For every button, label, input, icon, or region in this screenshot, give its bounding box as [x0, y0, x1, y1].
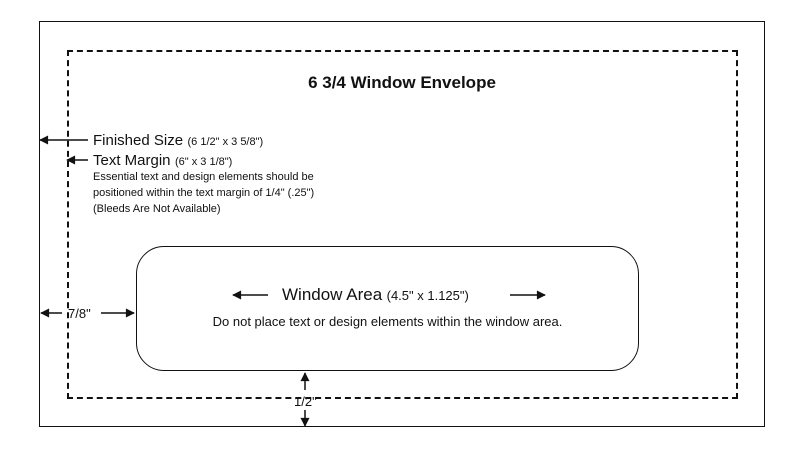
text-margin-dims: (6" x 3 1/8") [174, 156, 233, 168]
text-margin-label: Text Margin [93, 152, 171, 169]
text-margin-label-group: Text Margin (6" x 3 1/8") [93, 152, 232, 170]
left-offset-label: 7/8" [68, 306, 91, 321]
text-margin-note: Essential text and design elements shoul… [93, 169, 314, 217]
diagram-title: 6 3/4 Window Envelope [308, 73, 496, 92]
window-area-note: Do not place text or design elements wit… [212, 314, 563, 329]
envelope-outline [39, 21, 765, 427]
finished-size-dims: (6 1/2" x 3 5/8") [187, 136, 264, 148]
text-margin-outline [67, 50, 738, 399]
note-line-2: positioned within the text margin of 1/4… [93, 187, 315, 199]
finished-size-label: Finished Size [93, 132, 184, 149]
finished-size-label-group: Finished Size (6 1/2" x 3 5/8") [93, 132, 263, 150]
note-line-3: (Bleeds Are Not Available) [93, 203, 221, 215]
window-area-label: Window Area [282, 285, 383, 304]
window-area-outline [136, 246, 639, 371]
window-area-dims: (4.5" x 1.125") [386, 288, 469, 303]
window-area-label-group: Window Area (4.5" x 1.125") [282, 285, 469, 305]
bottom-offset-label: 1/2" [294, 394, 317, 409]
note-line-1: Essential text and design elements shoul… [93, 171, 314, 183]
